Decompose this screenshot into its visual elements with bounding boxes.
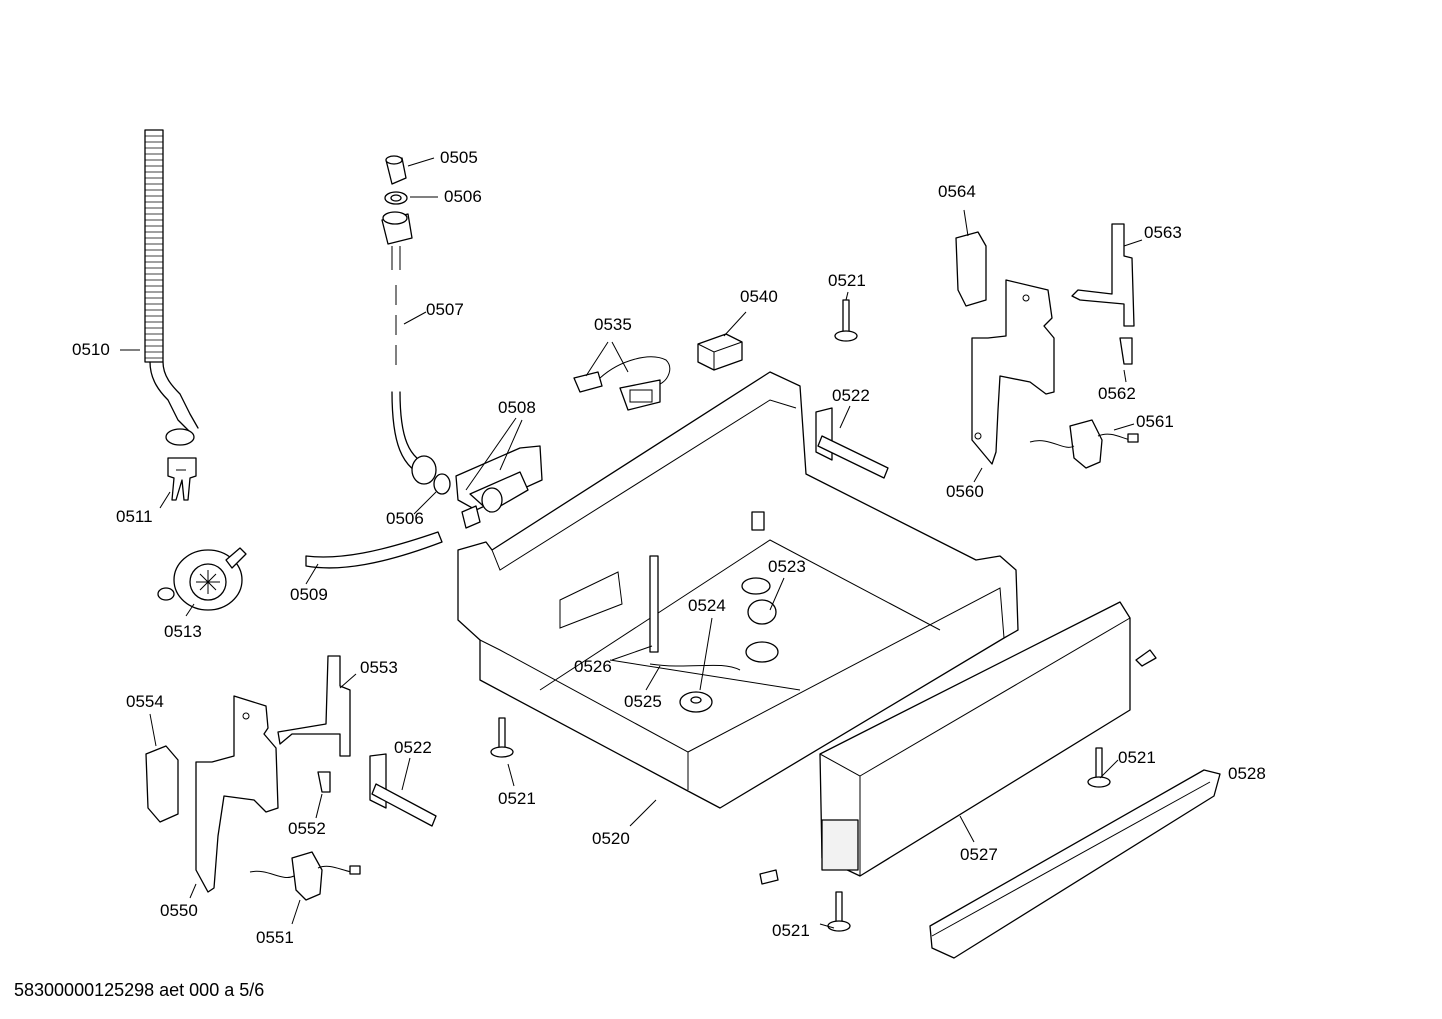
part-0506-seal-lower [433,473,451,495]
part-0522-spring-upper [815,407,889,479]
part-0509-hose [305,531,443,569]
part-0528-trim-strip [929,769,1221,959]
part-0561-sensor [1029,419,1139,469]
callout-0506-upper: 0506 [444,187,482,206]
callout-0560: 0560 [946,482,984,501]
part-0522-spring-lower [369,753,437,827]
part-0506-seal-upper [384,191,408,205]
part-0524-float [679,691,713,713]
part-0564-cover [955,231,987,307]
part-0521-screw-top [834,299,858,342]
part-0523-seal [741,577,779,663]
part-0554-cover [145,745,179,823]
callout-0521-right: 0521 [1118,748,1156,767]
part-0550-bracket [195,695,279,893]
callout-labels: 0505 0506 0507 0508 0506 0509 0510 0511 … [72,148,1266,947]
callout-0506-lower: 0506 [386,509,424,528]
callout-0525: 0525 [624,692,662,711]
callout-0527: 0527 [960,845,998,864]
callout-0520: 0520 [592,829,630,848]
part-0535-wiring [573,356,671,411]
part-0552-clip [317,771,331,793]
callout-0524: 0524 [688,596,726,615]
part-0527-kick-plate [819,601,1131,877]
callout-0522-upper: 0522 [832,386,870,405]
part-0508-valve [455,445,543,529]
callout-0526: 0526 [574,657,612,676]
callout-0513: 0513 [164,622,202,641]
part-0540-connector [697,333,743,371]
part-0520-base-frame [457,371,1019,809]
callout-0523: 0523 [768,557,806,576]
callout-0505: 0505 [440,148,478,167]
callout-0561: 0561 [1136,412,1174,431]
callout-0521-bottom: 0521 [772,921,810,940]
drawing-code-footer: 58300000125298 aet 000 a 5/6 [14,980,265,1000]
callout-0551: 0551 [256,928,294,947]
part-0525-sensor [649,663,741,671]
callout-0535: 0535 [594,315,632,334]
callout-0507: 0507 [426,300,464,319]
callout-0511: 0511 [116,507,153,526]
callout-0562: 0562 [1098,384,1136,403]
callout-0564: 0564 [938,182,976,201]
callout-0554: 0554 [126,692,164,711]
callout-0522-lower: 0522 [394,738,432,757]
part-0521-screw-right [759,649,1157,932]
callout-0552: 0552 [288,819,326,838]
callout-0508: 0508 [498,398,536,417]
callout-0563: 0563 [1144,223,1182,242]
leader-lines [120,157,1143,929]
part-0513-pump [157,547,247,611]
part-0507-inlet-hose [381,211,437,485]
part-0560-bracket [971,279,1055,465]
part-0521-screw-left [490,717,514,758]
part-0510-drain-hose [144,129,199,446]
callout-0540: 0540 [740,287,778,306]
part-0511-hose-clip [167,457,197,501]
part-0563-bracket [1071,223,1135,327]
callout-0521-top: 0521 [828,271,866,290]
callout-0509: 0509 [290,585,328,604]
part-0553-bracket [277,655,351,757]
part-0505-cap [385,155,407,185]
callout-0510: 0510 [72,340,110,359]
part-0551-sensor [249,851,361,901]
callout-0521-left: 0521 [498,789,536,808]
part-0562-clip [1119,337,1133,365]
callout-0553: 0553 [360,658,398,677]
callout-0550: 0550 [160,901,198,920]
callout-0528: 0528 [1228,764,1266,783]
